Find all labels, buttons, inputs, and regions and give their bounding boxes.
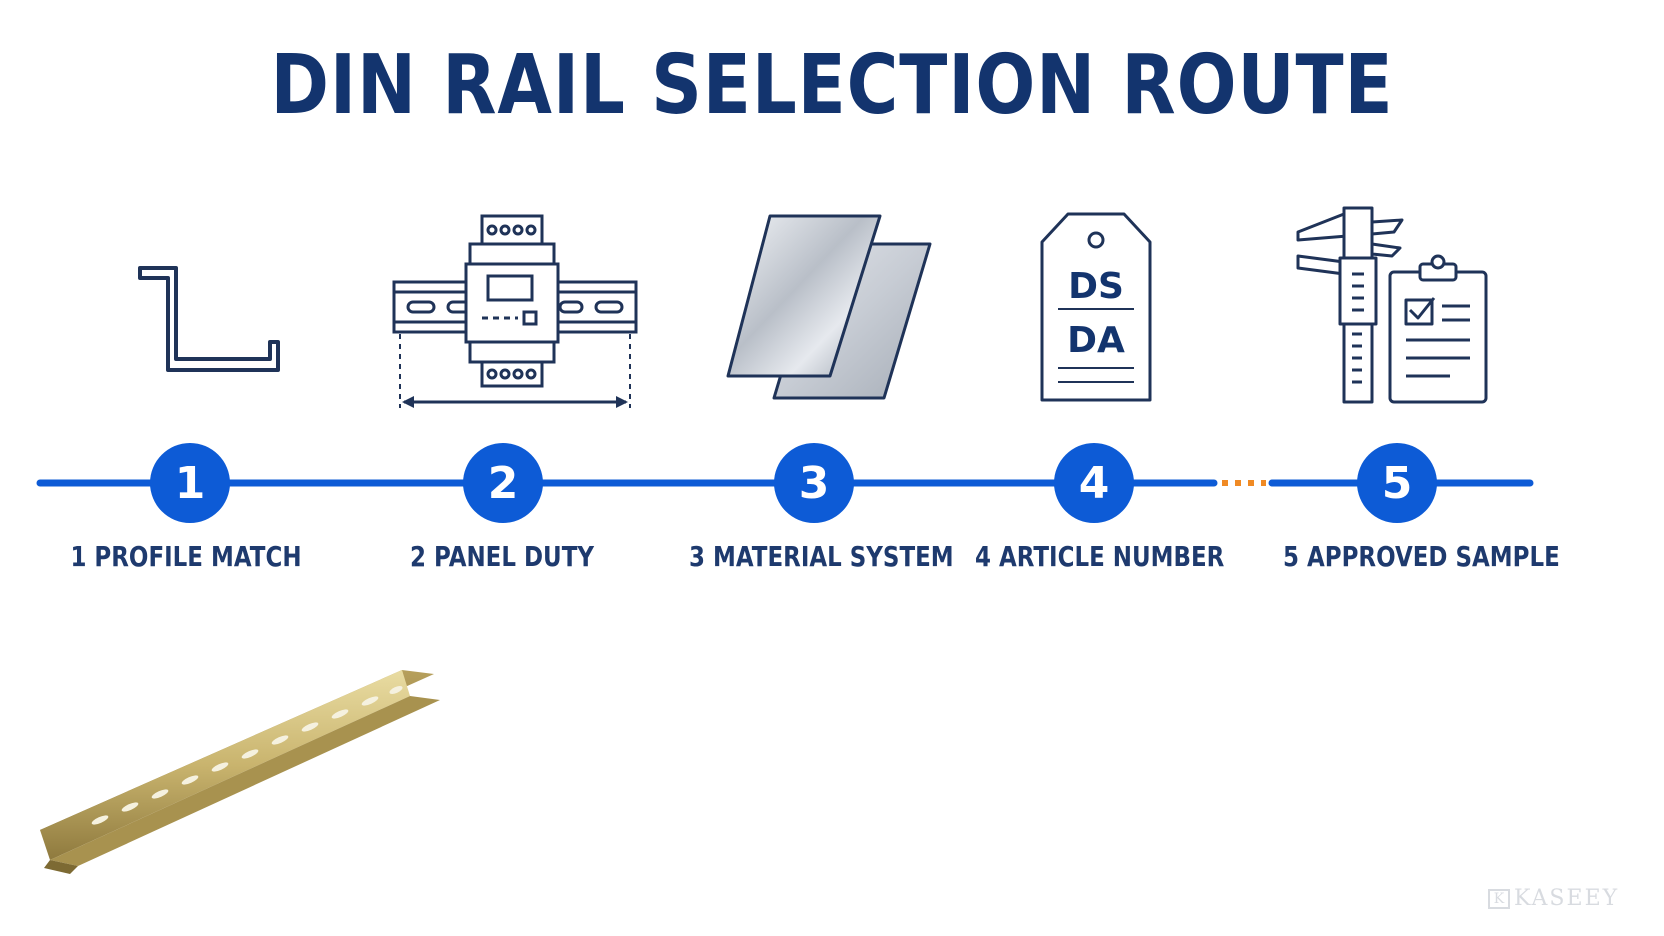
tag-line1: DS [1068,266,1124,307]
tag-line2: DA [1067,320,1125,361]
step-3-label: 3 MATERIAL SYSTEM [689,540,954,573]
page-title: DIN RAIL SELECTION ROUTE [270,38,1394,133]
metal-sheets-icon [726,214,932,400]
caliper-clipboard-icon [1296,206,1488,404]
watermark-text: KASEEY [1514,886,1620,911]
din-module-icon [392,214,638,408]
step-5-label: 5 APPROVED SAMPLE [1283,540,1560,573]
profile-icon [138,266,280,372]
step-2-circle: 2 [463,443,543,523]
step-1-label: 1 PROFILE MATCH [70,540,302,573]
step-2-label: 2 PANEL DUTY [410,540,594,573]
watermark-logo-icon: K [1488,888,1510,909]
step-5-circle: 5 [1357,443,1437,523]
step-4-label: 4 ARTICLE NUMBER [975,540,1225,573]
watermark: K KASEEY [1488,886,1619,911]
step-1-circle: 1 [150,443,230,523]
din-rail-image [40,670,440,874]
tag-icon: DS DA [1040,212,1152,402]
step-3-circle: 3 [774,443,854,523]
step-4-circle: 4 [1054,443,1134,523]
